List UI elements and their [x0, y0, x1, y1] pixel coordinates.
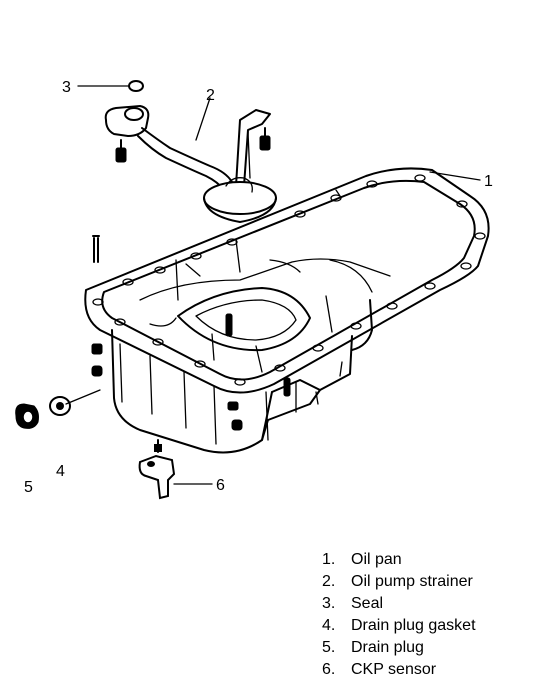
oil-pump-strainer: [104, 104, 277, 223]
legend-number: 4.: [322, 617, 336, 634]
legend-number: 2.: [322, 573, 336, 590]
drain-plug: [15, 403, 39, 429]
legend-number: 3.: [322, 595, 336, 612]
legend-label: Drain plug gasket: [351, 617, 476, 634]
leader-lines: [65, 85, 481, 485]
legend-label: CKP sensor: [351, 661, 437, 678]
ckp-sensor: [138, 439, 176, 500]
callout-6: 6: [216, 477, 225, 494]
legend-number: 5.: [322, 639, 336, 656]
seal: [128, 80, 144, 92]
legend-item: 3. Seal: [322, 593, 476, 615]
legend-label: Seal: [351, 595, 384, 612]
drain-plug-gasket: [49, 396, 71, 416]
parts-legend: 1. Oil pan 2. Oil pump strainer 3. Seal …: [322, 549, 476, 681]
legend-number: 6.: [322, 661, 336, 678]
callout-1: 1: [484, 173, 493, 190]
legend-label: Oil pan: [351, 551, 402, 568]
callout-3: 3: [62, 79, 71, 96]
legend-item: 1. Oil pan: [322, 549, 476, 571]
callout-5: 5: [24, 479, 33, 496]
legend-item: 5. Drain plug: [322, 637, 476, 659]
legend-number: 1.: [322, 551, 336, 568]
legend-label: Drain plug: [351, 639, 424, 656]
legend-item: 4. Drain plug gasket: [322, 615, 476, 637]
legend-item: 6. CKP sensor: [322, 659, 476, 681]
legend-label: Oil pump strainer: [351, 573, 473, 590]
oil-pan: [84, 167, 490, 454]
callout-2: 2: [206, 87, 215, 104]
callout-4: 4: [56, 463, 65, 480]
legend-item: 2. Oil pump strainer: [322, 571, 476, 593]
